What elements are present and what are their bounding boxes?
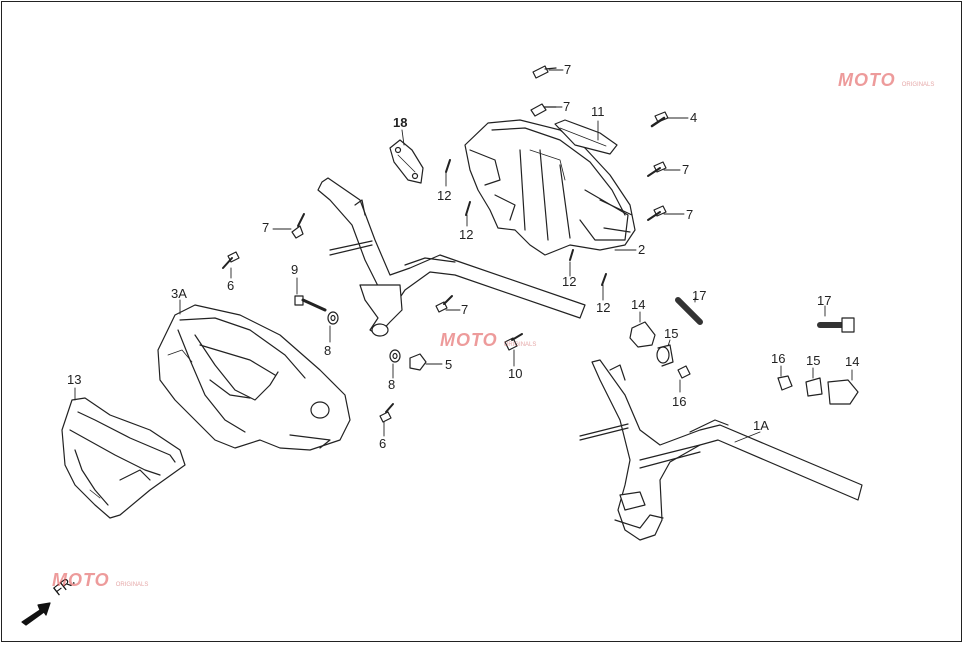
callout-6: 6	[379, 436, 387, 451]
callout-7: 7	[564, 62, 572, 77]
leader-lines	[74, 69, 853, 443]
watermark-logo: MOTO ORIGINALS	[52, 570, 149, 590]
callout-4: 4	[690, 110, 698, 125]
callout-14: 14	[845, 354, 860, 369]
callout-1A: 1A	[753, 418, 769, 433]
callout-8: 8	[388, 377, 396, 392]
callout-7: 7	[461, 302, 469, 317]
callout-18: 18	[393, 115, 408, 130]
bar-end-weights	[629, 297, 859, 405]
callout-7: 7	[563, 99, 571, 114]
part-3A-front-shroud	[157, 304, 351, 451]
callout-16: 16	[771, 351, 786, 366]
watermark-logo: MOTO ORIGINALS	[838, 70, 935, 90]
callout-12: 12	[437, 188, 452, 203]
callout-17: 17	[817, 293, 832, 308]
callout-13: 13	[67, 372, 82, 387]
callout-12: 12	[562, 274, 577, 289]
callout-2: 2	[638, 242, 646, 257]
callout-12: 12	[596, 300, 611, 315]
callout-16: 16	[672, 394, 687, 409]
callout-7: 7	[686, 207, 694, 222]
callout-14: 14	[631, 297, 646, 312]
callout-7: 7	[262, 220, 270, 235]
front-direction-arrow	[21, 602, 51, 626]
part-1A-handlebar	[579, 359, 863, 541]
watermark-logo: MOTO ORIGINALS	[440, 330, 537, 350]
callout-17: 17	[692, 288, 707, 303]
callout-3A: 3A	[171, 286, 187, 301]
part-13-front-panel	[61, 397, 186, 519]
callout-9: 9	[291, 262, 299, 277]
handlebar-upper	[317, 177, 586, 337]
part-2-rear-cover	[464, 119, 636, 256]
callout-15: 15	[664, 326, 679, 341]
callout-12: 12	[459, 227, 474, 242]
callout-6: 6	[227, 278, 235, 293]
part-11-cap	[554, 119, 618, 155]
callout-11: 11	[591, 104, 605, 119]
fasteners	[222, 65, 669, 423]
part-18-bracket	[389, 139, 424, 184]
callout-15: 15	[806, 353, 821, 368]
callout-10: 10	[508, 366, 523, 381]
callout-8: 8	[324, 343, 332, 358]
callout-5: 5	[445, 357, 453, 372]
callout-7: 7	[682, 162, 690, 177]
